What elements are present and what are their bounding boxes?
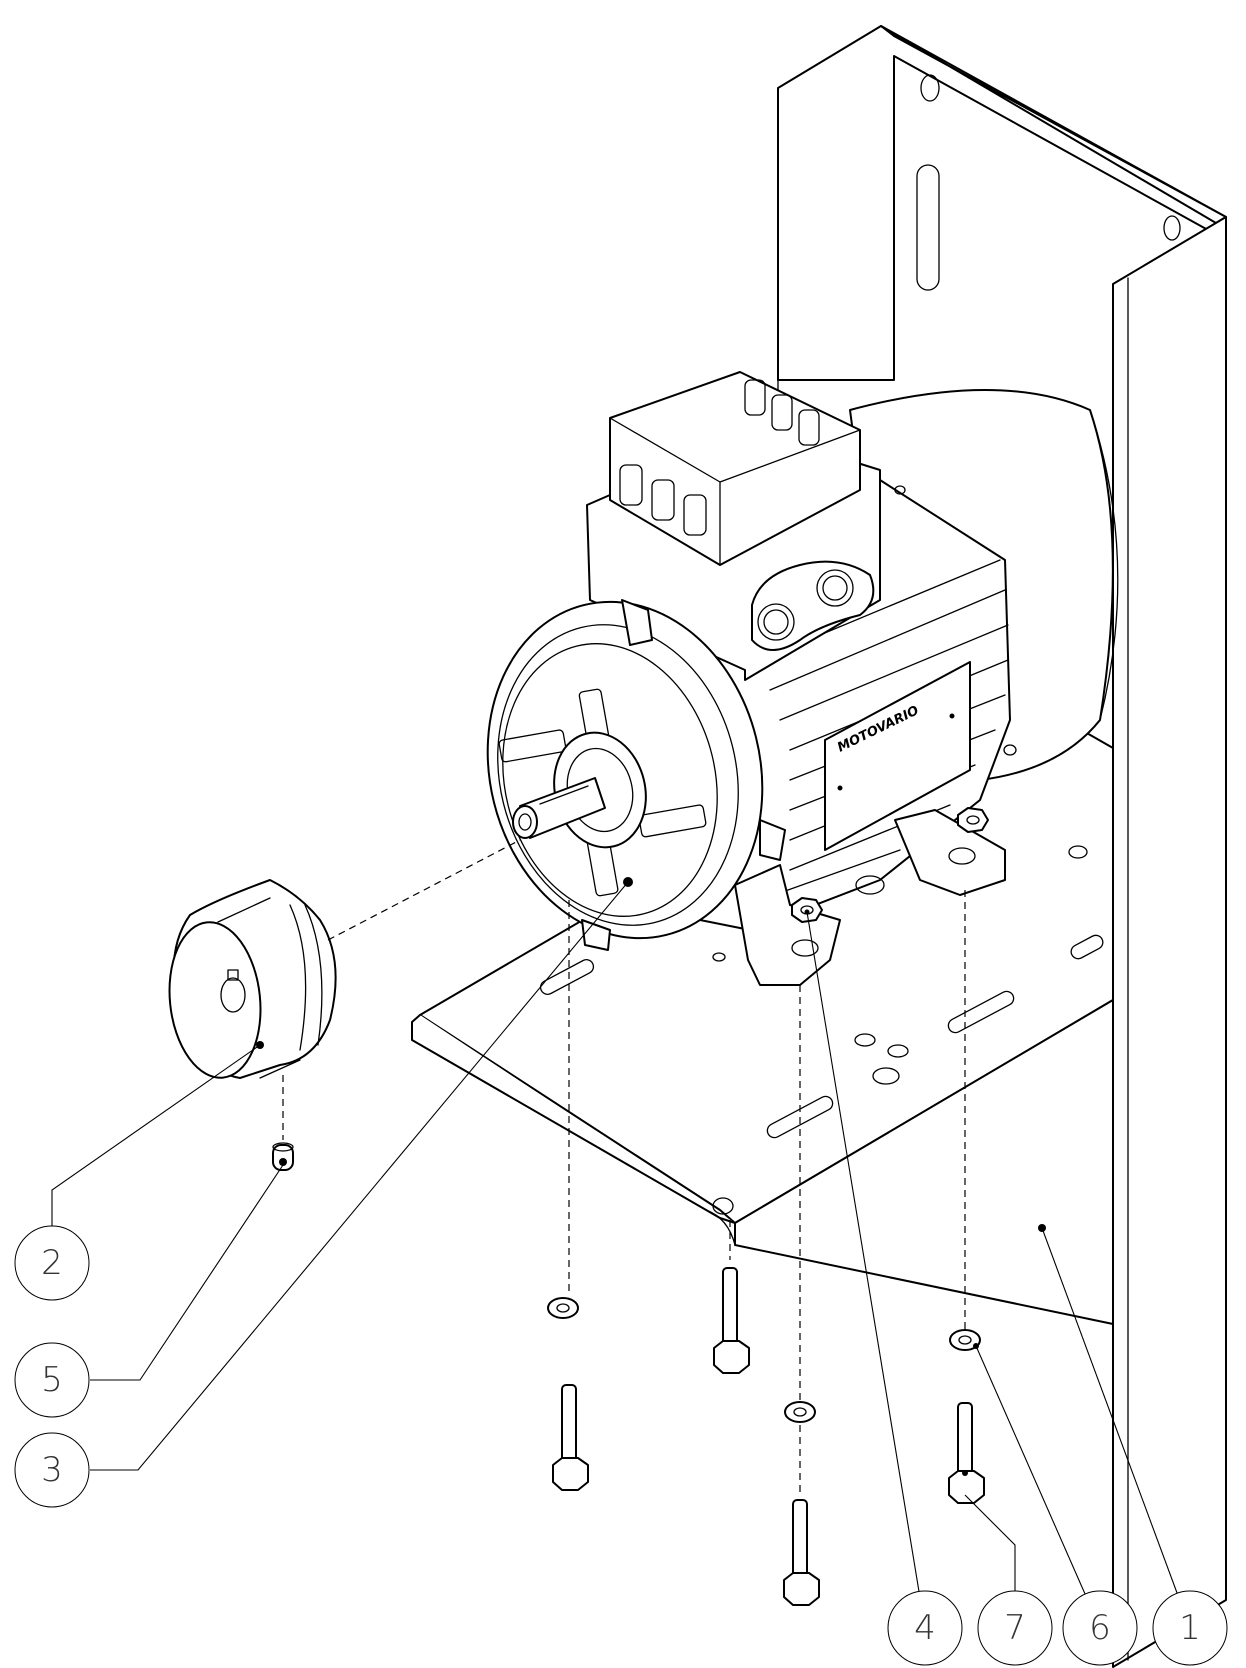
motor-end-shield [486,599,786,951]
balloon-2-label: 2 [41,1243,63,1283]
balloon-1-label: 1 [1179,1608,1201,1648]
balloon-7: 7 [977,1590,1053,1666]
balloon-7-label: 7 [1004,1608,1026,1648]
balloon-6-label: 6 [1089,1608,1111,1648]
balloon-6: 6 [1062,1590,1138,1666]
motor-shaft [512,777,606,839]
lock-nuts [791,807,989,923]
hex-bolt [713,1267,750,1374]
balloon-5: 5 [14,1342,90,1418]
cable-gland-icon [816,569,854,607]
leader-lines [51,881,1191,1629]
electric-motor: MOTOVARIO [486,371,1119,986]
assembly-axis-lines [282,839,966,1495]
balloon-3-label: 3 [41,1450,63,1490]
pulley-bore-icon [220,977,246,1013]
hex-bolt [948,1402,985,1504]
hex-bolt [783,1499,820,1606]
v-belt-pulley [168,879,337,1079]
balloon-4-label: 4 [914,1608,936,1648]
washers [547,1297,981,1423]
callout-balloons: 2 5 3 4 7 6 1 [14,1225,1228,1666]
balloon-5-label: 5 [41,1360,63,1400]
hex-bolts [552,1267,985,1606]
balloon-3: 3 [14,1432,90,1508]
bracket-side-flange [1112,216,1227,1668]
balloon-4: 4 [887,1590,963,1666]
balloon-2: 2 [14,1225,90,1301]
hex-bolt [552,1384,589,1491]
balloon-1: 1 [1152,1590,1228,1666]
cable-gland-plate [751,560,875,651]
grub-screw [272,1142,294,1171]
cable-gland-icon [757,603,795,641]
